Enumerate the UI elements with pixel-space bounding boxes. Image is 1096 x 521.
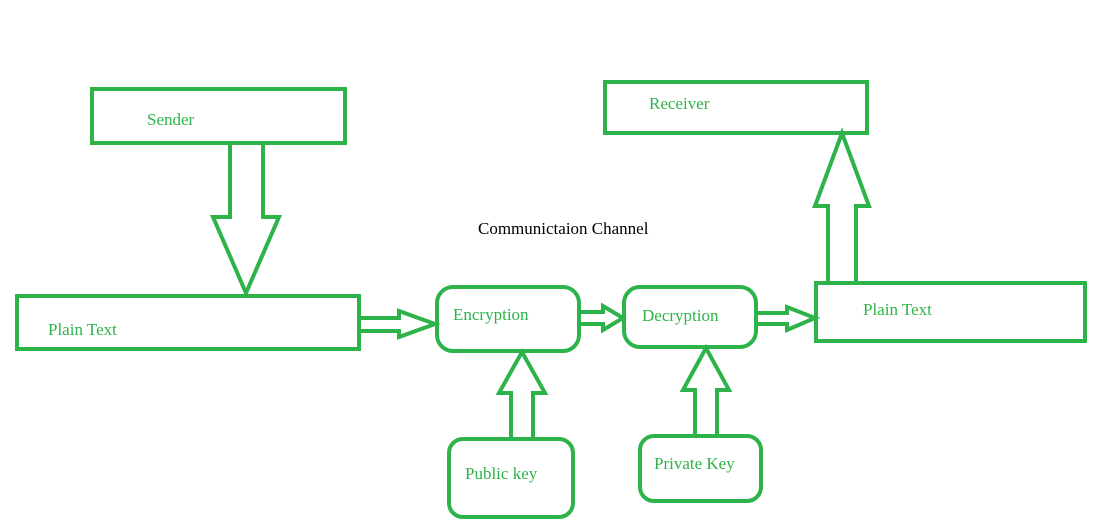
public-key-node: Public key xyxy=(447,437,575,519)
encryption-label: Encryption xyxy=(453,305,529,324)
plain-text-output-node: Plain Text xyxy=(814,281,1087,343)
receiver-node: Receiver xyxy=(603,80,869,135)
arrow-encryption-to-decryption xyxy=(580,302,627,334)
plain-text-output-label: Plain Text xyxy=(863,300,932,319)
arrow-decryption-to-plaintext xyxy=(757,304,821,334)
plain-text-input-label: Plain Text xyxy=(48,320,117,339)
sender-node: Sender xyxy=(90,87,347,145)
receiver-label: Receiver xyxy=(649,94,710,113)
arrow-publickey-to-encryption xyxy=(495,347,549,437)
channel-label: Communictaion Channel xyxy=(478,219,649,238)
private-key-label: Private Key xyxy=(654,454,735,473)
plain-text-input-node: Plain Text xyxy=(15,294,361,351)
private-key-node: Private Key xyxy=(638,434,763,503)
arrow-plaintext-to-encryption xyxy=(361,308,441,340)
arrow-sender-to-plaintext xyxy=(209,143,283,299)
sender-label: Sender xyxy=(147,110,195,129)
arrow-privatekey-to-decryption xyxy=(679,343,733,434)
encryption-node: Encryption xyxy=(435,285,581,353)
arrow-plaintext-to-receiver xyxy=(812,127,872,281)
public-key-label: Public key xyxy=(465,464,538,483)
decryption-label: Decryption xyxy=(642,306,719,325)
decryption-node: Decryption xyxy=(622,285,758,349)
